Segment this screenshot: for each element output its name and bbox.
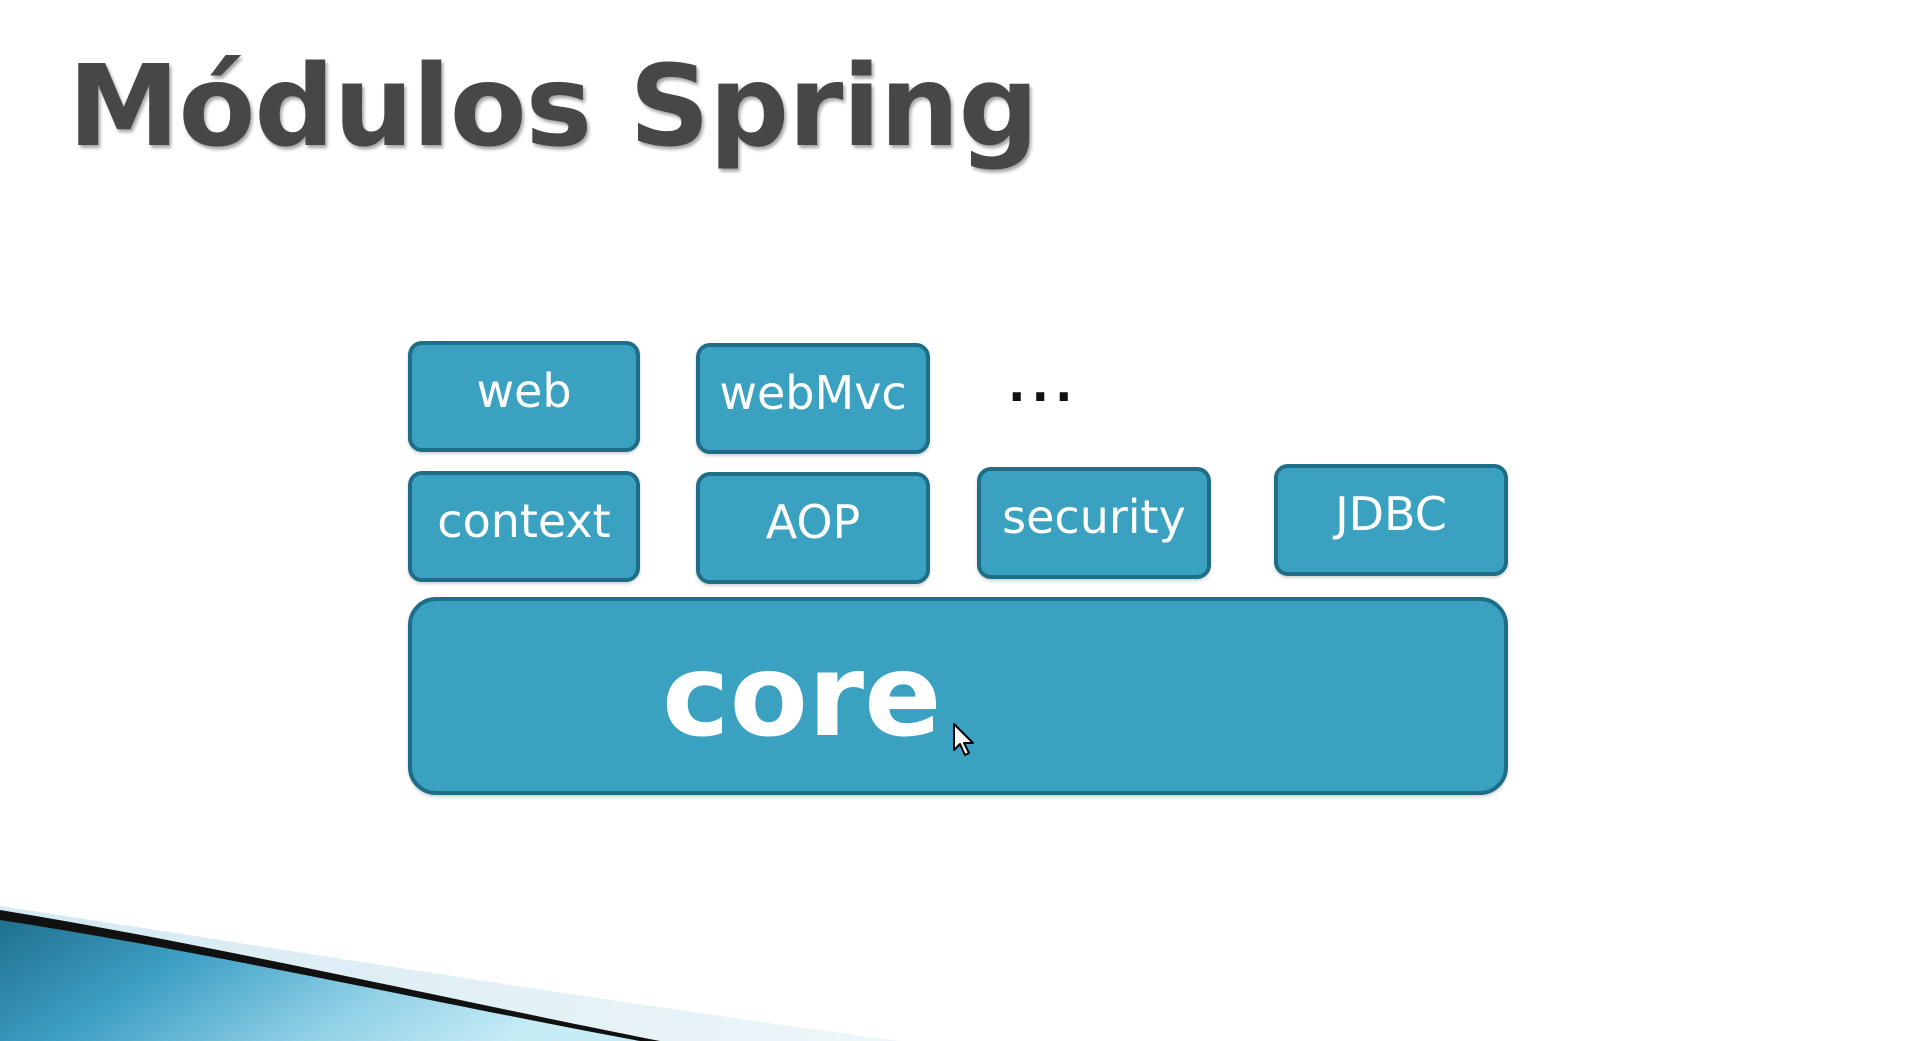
module-aop: AOP	[696, 472, 930, 584]
module-web-label: web	[476, 363, 572, 418]
module-aop-label: AOP	[765, 495, 861, 549]
module-jdbc: JDBC	[1274, 464, 1508, 576]
module-web: web	[408, 341, 640, 452]
module-webmvc: webMvc	[696, 343, 930, 454]
module-core: core	[408, 597, 1508, 795]
module-security: security	[977, 467, 1211, 579]
module-core-label: core	[662, 629, 942, 762]
module-security-label: security	[1002, 490, 1186, 544]
module-context: context	[408, 471, 640, 582]
module-jdbc-label: JDBC	[1335, 487, 1447, 541]
more-modules-ellipsis: ...	[1008, 358, 1079, 412]
module-webmvc-label: webMvc	[719, 365, 907, 420]
slide-title: Módulos Spring	[68, 42, 1039, 172]
module-context-label: context	[437, 493, 611, 548]
decorative-swoosh	[0, 906, 900, 1041]
mouse-cursor-icon	[953, 723, 974, 756]
